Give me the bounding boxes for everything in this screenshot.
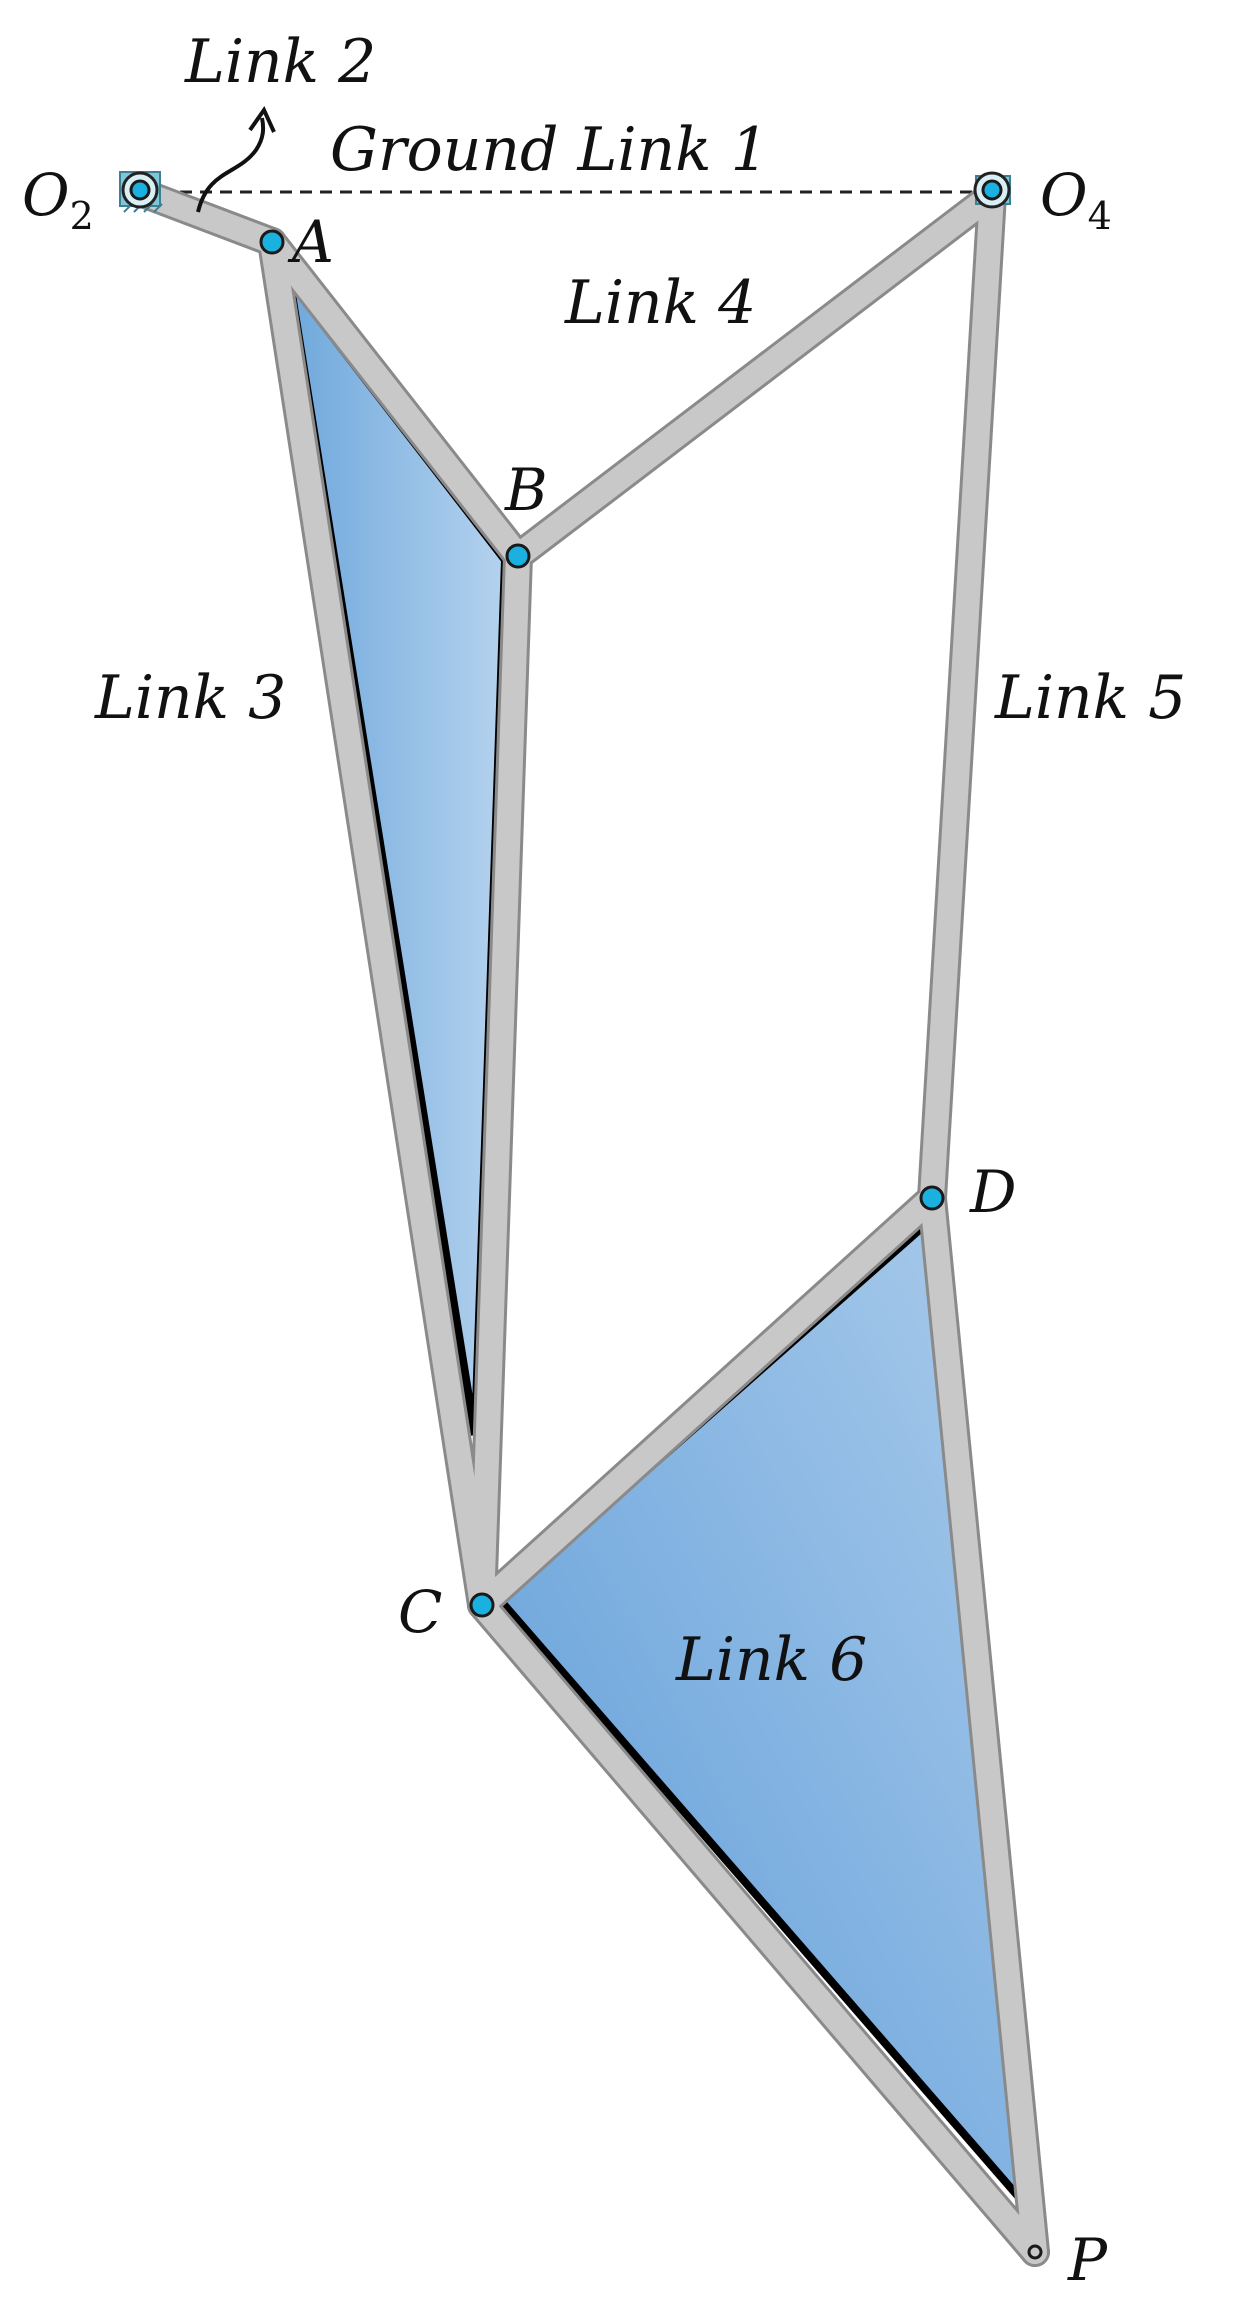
ground-link-1-label: Ground Link 1 (330, 115, 769, 185)
joint-c-pin (469, 1592, 495, 1618)
link-2-pointer-arrow (196, 105, 276, 213)
link-2-label: Link 2 (184, 27, 376, 97)
joint-a-label: A (287, 208, 334, 276)
joint-o4-pin (981, 179, 1003, 201)
joint-o4-label: O4 (1040, 161, 1112, 238)
joint-b-label: B (504, 456, 548, 524)
joint-o2-label: O2 (22, 161, 94, 238)
link-4-label: Link 4 (564, 268, 756, 338)
joint-o2-pin (129, 179, 151, 201)
joint-a-pin (259, 229, 285, 255)
link-6-dp-bar (920, 1186, 1047, 2264)
joint-b-pin (505, 543, 531, 569)
link-3-label: Link 3 (94, 663, 286, 733)
link-3-right-bar (470, 544, 530, 1617)
link-5-label: Link 5 (994, 663, 1186, 733)
link-3-plate (286, 279, 510, 1436)
joint-o2-letter: O (22, 161, 70, 229)
joint-pins (129, 179, 1043, 2260)
link-2-bar (128, 180, 284, 254)
link-bars (125, 177, 1050, 2267)
link-3-left-bar (260, 230, 494, 1617)
joint-o4-subscript: 4 (1088, 194, 1112, 238)
link-6-cd-bar (470, 1186, 944, 1617)
joint-d-label: D (969, 1158, 1017, 1226)
link-5-bar (920, 183, 1004, 1210)
joint-o4-letter: O (1040, 161, 1088, 229)
link-6-label: Link 6 (675, 1625, 867, 1695)
joint-o2-subscript: 2 (70, 194, 94, 238)
joint-c-label: C (398, 1578, 442, 1646)
joint-p-pin (1027, 2244, 1043, 2260)
link-3-top-bar (260, 230, 530, 568)
link-4-bar (506, 183, 1004, 568)
link-6-cp-bar (470, 1593, 1047, 2264)
ground-support-o2 (119, 171, 163, 213)
joint-d-pin (919, 1185, 945, 1211)
joint-p-label: P (1067, 2226, 1108, 2294)
